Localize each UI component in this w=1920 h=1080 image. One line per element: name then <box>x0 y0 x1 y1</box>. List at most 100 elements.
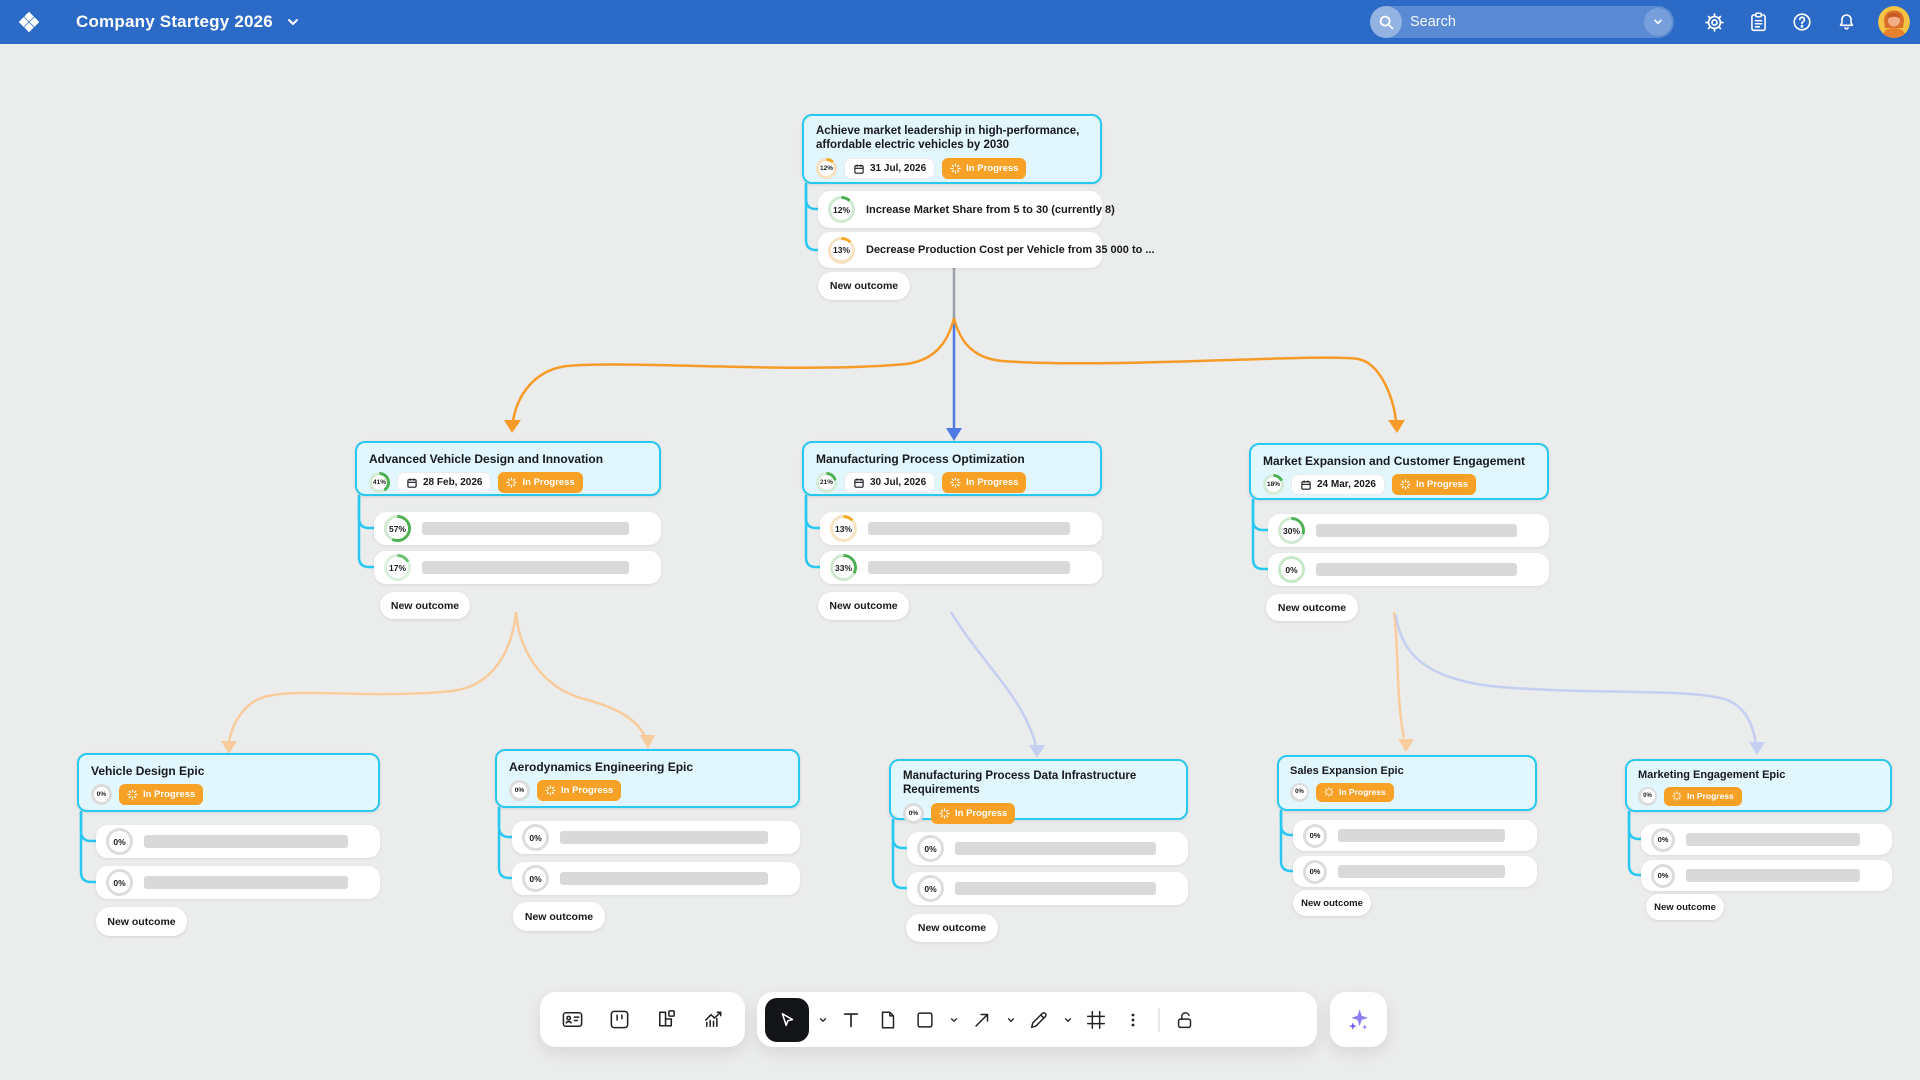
outcome-row[interactable]: 0% <box>907 872 1188 905</box>
card-title: Achieve market leadership in high-perfor… <box>816 125 1080 151</box>
outcome-row[interactable]: 0% <box>1641 824 1892 855</box>
outcome-row[interactable]: 12% Increase Market Share from 5 to 30 (… <box>818 191 1115 228</box>
search-icon[interactable] <box>1370 6 1402 38</box>
board-title-chevron-down-icon[interactable] <box>285 14 301 30</box>
status-badge[interactable]: In Progress <box>119 784 204 806</box>
outcome-placeholder-bar <box>560 831 768 844</box>
outcome-placeholder-bar <box>560 872 768 885</box>
new-outcome-button[interactable]: New outcome <box>818 272 910 300</box>
pen-tool-icon[interactable] <box>1024 1002 1054 1038</box>
outcome-row[interactable]: 0% <box>512 821 800 854</box>
pillar-card-manufacturing-optimization[interactable]: Manufacturing Process Optimization 21% 3… <box>802 441 1102 496</box>
progress-ring: 18% <box>1263 474 1284 496</box>
select-cursor-tool[interactable] <box>765 997 809 1042</box>
new-outcome-button[interactable]: New outcome <box>906 914 998 942</box>
outcome-row[interactable]: 0% <box>1641 860 1892 891</box>
more-options-kebab-icon[interactable] <box>1118 1002 1148 1038</box>
status-badge[interactable]: In Progress <box>1316 782 1394 802</box>
status-badge[interactable]: In Progress <box>537 780 622 802</box>
user-avatar[interactable] <box>1878 6 1910 38</box>
new-outcome-button[interactable]: New outcome <box>380 592 470 619</box>
due-date-chip[interactable]: 30 Jul, 2026 <box>844 472 936 494</box>
shape-tool-icon[interactable] <box>910 1002 940 1038</box>
outcome-progress-ring: 17% <box>384 554 411 581</box>
epic-card-aerodynamics[interactable]: Aerodynamics Engineering Epic 0% In Prog… <box>495 749 800 808</box>
status-badge[interactable]: In Progress <box>1391 474 1477 496</box>
settings-gear-icon[interactable] <box>1702 10 1726 34</box>
outcome-placeholder-bar <box>422 561 629 574</box>
widgets-tool-icon[interactable] <box>651 1002 681 1038</box>
outcome-progress-ring: 0% <box>917 875 944 902</box>
outcome-row[interactable]: 13% Decrease Production Cost per Vehicle… <box>818 232 1155 268</box>
new-outcome-button[interactable]: New outcome <box>1293 890 1371 916</box>
objective-card[interactable]: Achieve market leadership in high-perfor… <box>802 114 1102 184</box>
outcome-row[interactable]: 0% <box>907 832 1188 865</box>
outcome-row[interactable]: 0% <box>512 862 800 895</box>
outcome-row[interactable]: 0% <box>1293 820 1537 851</box>
document-tool-icon[interactable] <box>873 1002 903 1038</box>
outcome-progress-ring: 12% <box>828 196 855 223</box>
card-title: Advanced Vehicle Design and Innovation <box>369 452 604 466</box>
connector-arrow-tool-icon[interactable] <box>967 1002 997 1038</box>
outcome-progress-ring: 13% <box>830 515 857 542</box>
epic-card-vehicle-design[interactable]: Vehicle Design Epic 0% In Progress <box>77 753 380 812</box>
due-date-chip[interactable]: 31 Jul, 2026 <box>844 158 936 180</box>
card-title: Manufacturing Process Optimization <box>816 452 1025 466</box>
in-progress-spinner-icon <box>950 477 961 488</box>
frame-tool-icon[interactable] <box>1081 1002 1111 1038</box>
board-title[interactable]: Company Startegy 2026 <box>76 12 273 31</box>
epic-card-sales-expansion[interactable]: Sales Expansion Epic 0% In Progress <box>1277 755 1537 811</box>
epic-card-manufacturing-data-infrastructure[interactable]: Manufacturing Process Data Infrastructur… <box>889 759 1188 825</box>
kanban-tool-icon[interactable] <box>604 1002 634 1038</box>
ai-sparkles-icon[interactable] <box>1341 1002 1377 1038</box>
epic-card-marketing-engagement[interactable]: Marketing Engagement Epic 0% In Progress <box>1625 759 1892 812</box>
app-logo-icon[interactable] <box>16 9 42 35</box>
outcome-row[interactable]: 0% <box>96 866 380 899</box>
arrow-tool-chevron-icon[interactable] <box>1004 1002 1017 1038</box>
new-outcome-button[interactable]: New outcome <box>1646 894 1724 920</box>
new-outcome-button[interactable]: New outcome <box>513 902 605 931</box>
outcome-progress-ring: 57% <box>384 515 411 542</box>
outcome-progress-ring: 0% <box>1303 823 1327 848</box>
search-input[interactable] <box>1410 14 1610 30</box>
text-tool-icon[interactable] <box>836 1002 866 1038</box>
due-date-chip[interactable]: 28 Feb, 2026 <box>397 472 492 494</box>
progress-ring: 0% <box>1290 782 1309 802</box>
pillar-card-advanced-vehicle-design[interactable]: Advanced Vehicle Design and Innovation 4… <box>355 441 661 496</box>
id-card-tool-icon[interactable] <box>557 1002 587 1038</box>
search-bar[interactable] <box>1370 6 1674 38</box>
due-date-chip[interactable]: 24 Mar, 2026 <box>1291 474 1385 496</box>
outcome-progress-ring: 0% <box>106 869 133 896</box>
card-title: Vehicle Design Epic <box>91 764 205 778</box>
outcome-row[interactable]: 57% <box>374 512 661 545</box>
status-badge[interactable]: In Progress <box>1664 786 1742 806</box>
pillar-card-market-expansion[interactable]: Market Expansion and Customer Engagement… <box>1249 443 1549 500</box>
status-badge[interactable]: In Progress <box>942 158 1027 180</box>
analytics-tool-icon[interactable] <box>698 1002 728 1038</box>
outcome-row[interactable]: 17% <box>374 551 661 584</box>
new-outcome-button[interactable]: New outcome <box>818 592 909 620</box>
clipboard-icon[interactable] <box>1746 10 1770 34</box>
shape-tool-chevron-icon[interactable] <box>947 1002 960 1038</box>
new-outcome-button[interactable]: New outcome <box>96 907 187 936</box>
outcome-row[interactable]: 30% <box>1268 514 1549 547</box>
select-tool-chevron-icon[interactable] <box>816 1002 829 1038</box>
outcome-row[interactable]: 33% <box>820 551 1102 584</box>
status-badge[interactable]: In Progress <box>498 472 583 494</box>
notifications-bell-icon[interactable] <box>1834 10 1858 34</box>
in-progress-spinner-icon <box>939 808 950 819</box>
pen-tool-chevron-icon[interactable] <box>1061 1002 1074 1038</box>
help-icon[interactable] <box>1790 10 1814 34</box>
status-badge[interactable]: In Progress <box>942 472 1027 494</box>
lock-tool-icon[interactable] <box>1170 1002 1200 1038</box>
search-options-chevron-icon[interactable] <box>1644 8 1672 36</box>
outcome-placeholder-bar <box>422 522 629 535</box>
outcome-placeholder-bar <box>144 876 348 889</box>
status-badge[interactable]: In Progress <box>931 803 1016 825</box>
outcome-row[interactable]: 0% <box>1268 553 1549 586</box>
outcome-row[interactable]: 0% <box>1293 856 1537 887</box>
progress-ring: 41% <box>369 472 390 494</box>
outcome-row[interactable]: 13% <box>820 512 1102 545</box>
outcome-row[interactable]: 0% <box>96 825 380 858</box>
new-outcome-button[interactable]: New outcome <box>1266 594 1358 621</box>
